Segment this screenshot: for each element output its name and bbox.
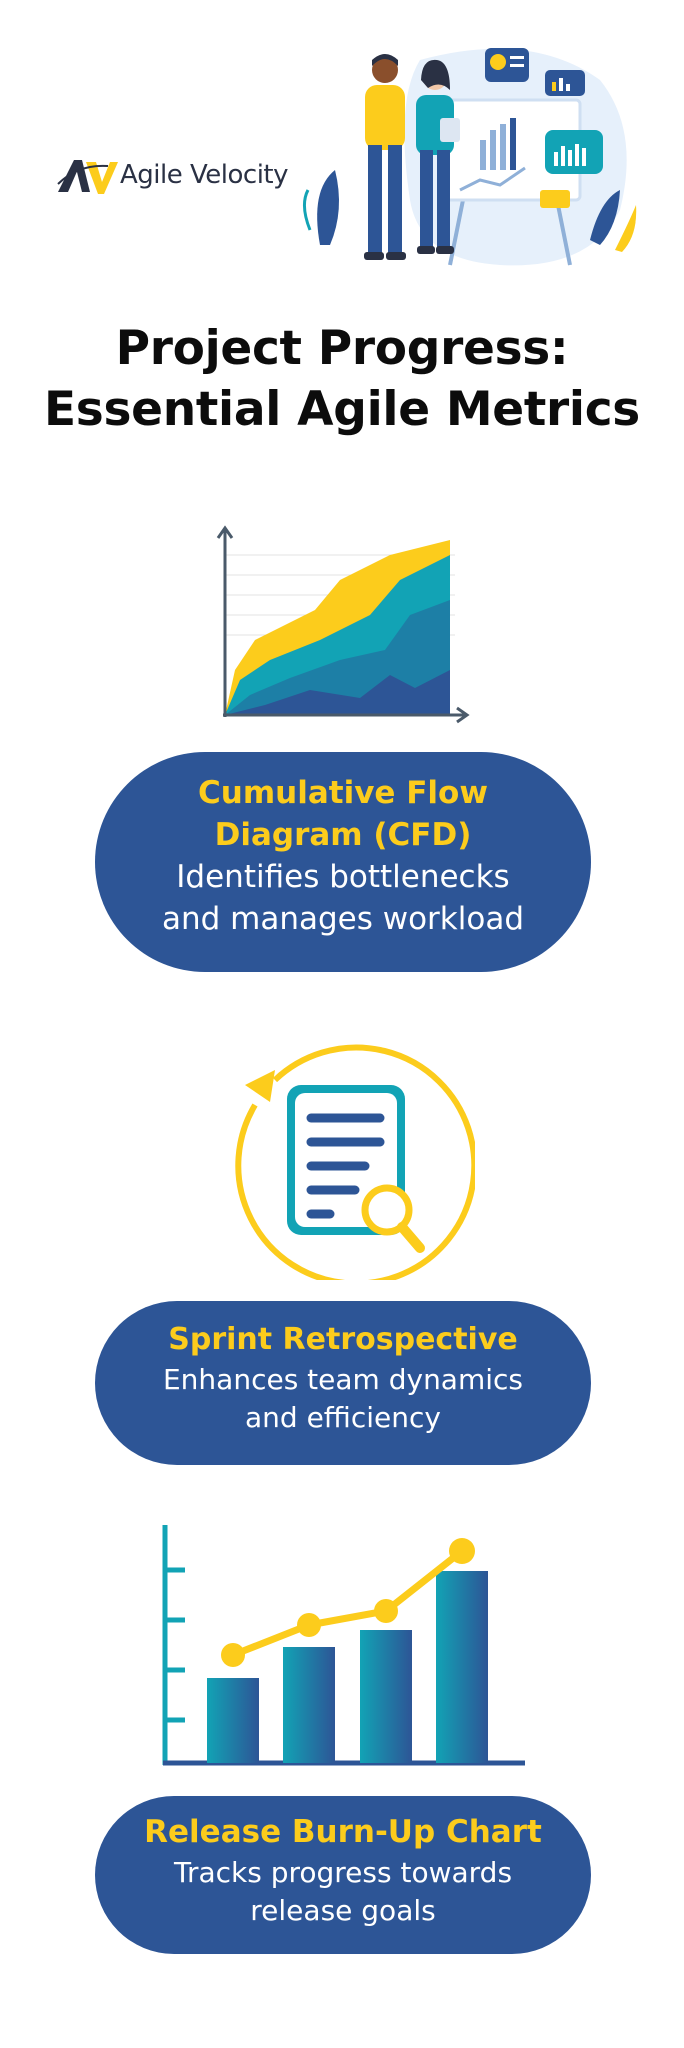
av-logo-mark-icon	[57, 160, 118, 194]
brand-name: Agile Velocity	[120, 160, 289, 190]
agile-velocity-logo: Agile Velocity	[56, 150, 296, 200]
metric-card-sprint-retrospective: Sprint Retrospective Enhances team dynam…	[95, 1301, 591, 1465]
document-review-icon	[235, 1044, 475, 1280]
burn-up-chart-icon	[162, 1525, 525, 1766]
title-line-2: Essential Agile Metrics	[44, 382, 640, 437]
title-line-1: Project Progress:	[115, 321, 569, 376]
metric-title: Sprint Retrospective	[168, 1322, 518, 1357]
team-presentation-illustration	[303, 48, 637, 266]
metric-description: Tracks progress towards release goals	[173, 1856, 513, 1927]
metric-title: Cumulative Flow Diagram (CFD)	[198, 775, 488, 853]
metric-title: Release Burn-Up Chart	[144, 1814, 542, 1850]
stacked-area-chart-icon	[216, 525, 470, 724]
metric-card-release-burn-up: Release Burn-Up Chart Tracks progress to…	[95, 1796, 591, 1954]
metric-description: Identifies bottlenecks and manages workl…	[161, 859, 525, 937]
metric-description: Enhances team dynamics and efficiency	[162, 1363, 524, 1434]
page-title: Project Progress: Essential Agile Metric…	[0, 318, 684, 440]
metric-card-cfd: Cumulative Flow Diagram (CFD) Identifies…	[95, 752, 591, 972]
